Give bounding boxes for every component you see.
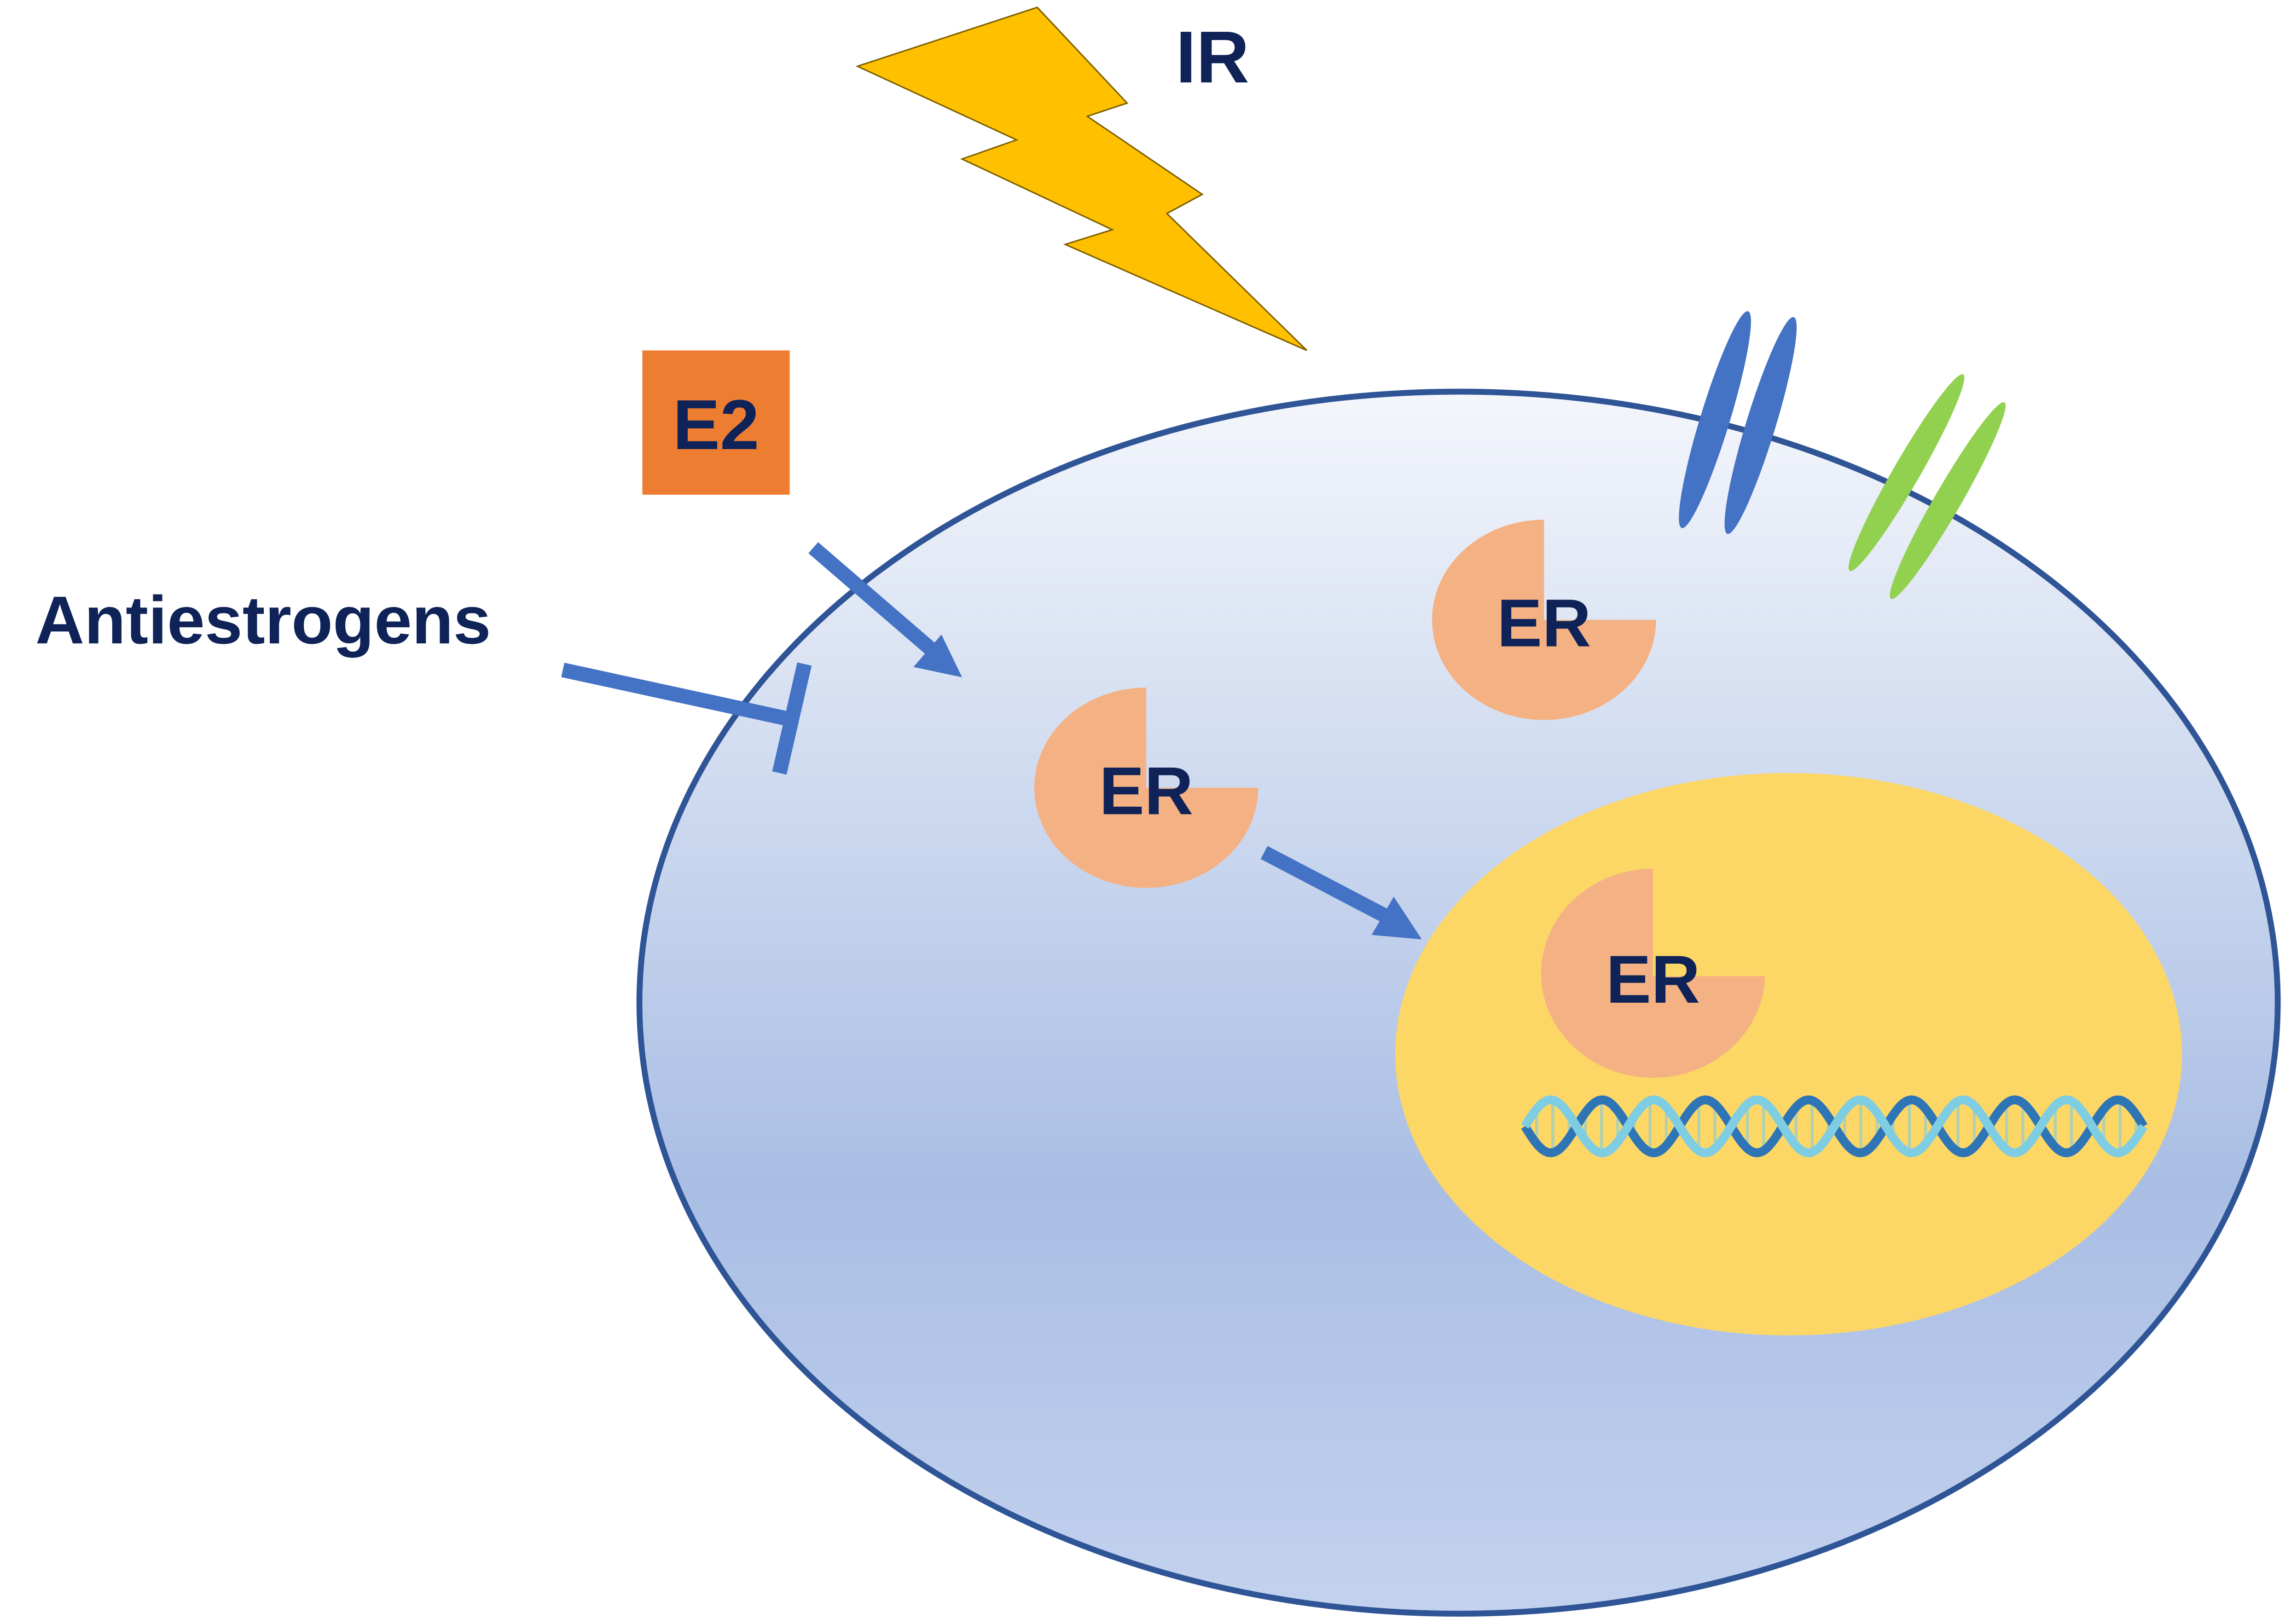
e2-box xyxy=(642,350,790,495)
e2-label: E2 xyxy=(673,385,760,464)
er-label: ER xyxy=(1606,942,1700,1017)
dna-helix-icon xyxy=(1521,1095,2148,1157)
membrane-receptor-green xyxy=(1848,374,2006,599)
ir-label: IR xyxy=(1176,16,1249,98)
er-receptor-cytoplasm-left: ER xyxy=(1034,688,1259,888)
er-receptor-nucleus: ER xyxy=(1541,868,1765,1078)
dna-strand xyxy=(1521,1095,2148,1157)
e2-entry-arrow xyxy=(808,542,963,677)
er-receptor-cytoplasm-right: ER xyxy=(1432,520,1656,720)
er-label: ER xyxy=(1497,586,1591,661)
antiestrogen-inhibition-line xyxy=(561,662,812,775)
antiestrogens-label: Antiestrogens xyxy=(35,583,491,658)
membrane-receptor-blue xyxy=(1679,311,1797,534)
lightning-bolt-icon xyxy=(855,6,1308,351)
er-label: ER xyxy=(1099,753,1194,829)
nuclear-translocation-arrow xyxy=(1260,846,1422,940)
nucleus xyxy=(1395,773,2182,1335)
